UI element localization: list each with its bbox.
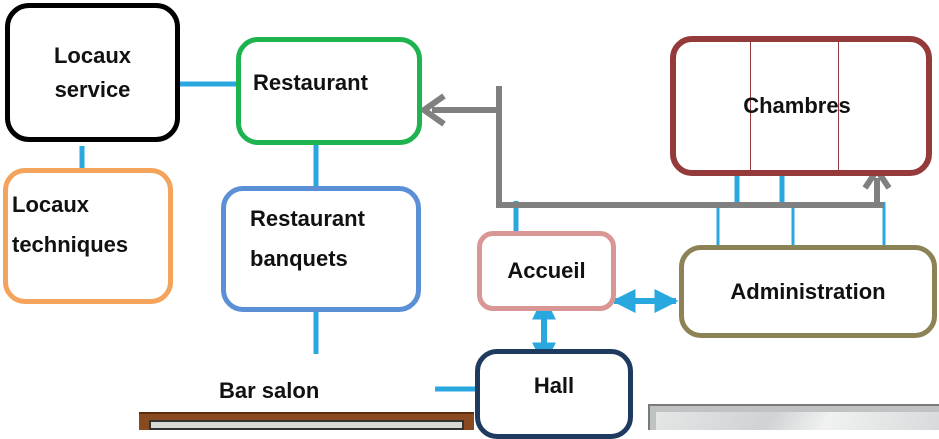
node-administration: Administration [679, 245, 937, 338]
node-hall-label: Hall [533, 373, 575, 398]
node-hall: Hall [475, 349, 633, 439]
node-restaurant: Restaurant [236, 37, 422, 145]
chambres-divider-2 [838, 42, 839, 170]
arrowhead-restaurant-icon [418, 93, 446, 127]
node-accueil: Accueil [477, 231, 616, 311]
chambres-divider-1 [750, 42, 751, 170]
node-restaurant-banquets: Restaurant banquets [221, 186, 421, 312]
photo-frame-left [139, 412, 474, 430]
node-restaurant-banquets-line2: banquets [250, 246, 348, 271]
node-chambres: Chambres [670, 36, 932, 176]
photo-frame-right [648, 404, 939, 430]
node-chambres-label: Chambres [743, 93, 851, 118]
node-restaurant-label: Restaurant [253, 70, 368, 95]
node-restaurant-banquets-line1: Restaurant [250, 206, 365, 231]
node-accueil-label: Accueil [507, 258, 586, 283]
node-locaux-service: Locaux service [5, 3, 180, 142]
node-locaux-service-line2: service [54, 76, 131, 102]
node-bar-salon-label: Bar salon [219, 378, 320, 403]
node-locaux-techniques-line1: Locaux [12, 192, 90, 217]
node-locaux-techniques: Locaux techniques [3, 168, 173, 304]
node-locaux-techniques-line2: techniques [12, 232, 129, 257]
flow-line-main [496, 86, 884, 208]
node-administration-label: Administration [730, 278, 886, 304]
node-locaux-service-line1: Locaux [53, 42, 132, 68]
